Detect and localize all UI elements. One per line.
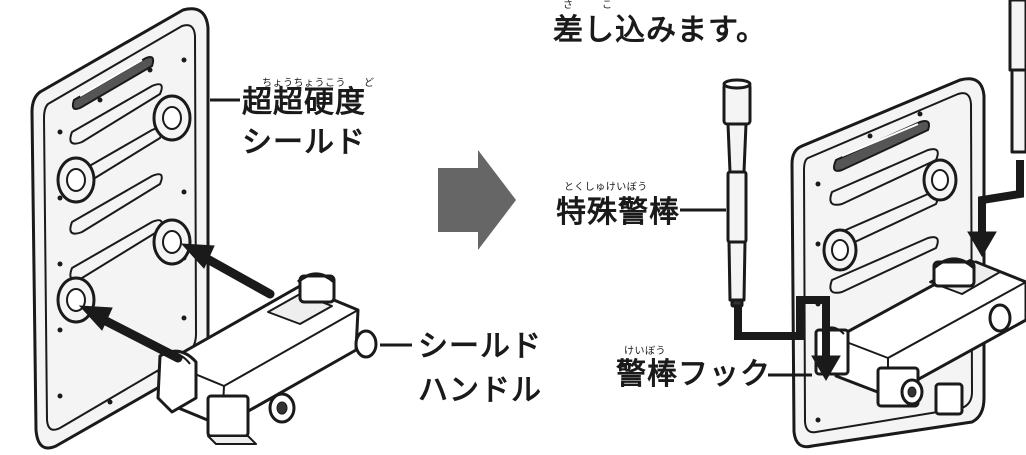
hook-ruby: けいぼう: [624, 346, 666, 357]
shield-label-line2: シールド: [242, 125, 366, 160]
hook-label: 警棒フック: [616, 357, 771, 392]
baton-right: [1008, 0, 1026, 154]
instruction-ruby-ko: こ: [602, 0, 613, 11]
shield-ruby-a: ちょうちょうこう: [262, 78, 346, 89]
baton-insert-arrows: [734, 160, 1024, 381]
insert-arrows: [78, 243, 275, 363]
handle-label-line1: シールド: [418, 329, 542, 364]
baton-label: 特殊警棒: [556, 195, 680, 230]
instruction-ruby-sa: さ: [563, 0, 574, 11]
instruction-text: 差し込みます。: [553, 13, 767, 48]
right-arrow-icon: [438, 150, 516, 250]
leader-lines-right: [680, 208, 812, 377]
left-handle: [156, 272, 378, 445]
baton-left: [722, 78, 752, 308]
shield-ruby-b: ど: [364, 78, 375, 89]
handle-label-line2: ハンドル: [418, 373, 542, 408]
right-handle: [814, 257, 1026, 416]
baton-ruby: とくしゅけいぼう: [564, 182, 648, 193]
leader-lines-left: [210, 98, 412, 347]
shield-label-line1: 超超硬度: [242, 85, 366, 120]
